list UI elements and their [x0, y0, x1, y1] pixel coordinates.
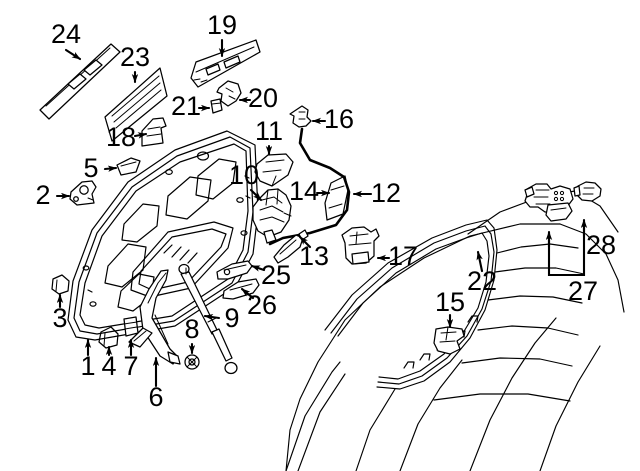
callout-6: 6 [148, 382, 163, 412]
callout-26: 26 [247, 290, 277, 320]
leader-22 [476, 250, 484, 273]
leader-25 [250, 264, 266, 272]
part-17-trunk-lock-cylinder-housing [341, 226, 380, 265]
part-10-trunk-lid-latch [252, 188, 292, 244]
callout-14: 14 [289, 176, 319, 206]
callout-3: 3 [52, 303, 67, 333]
callout-8: 8 [184, 314, 199, 344]
part-19-trunk-lid-molding-upper [190, 39, 261, 88]
leader-24 [64, 48, 82, 61]
callout-17: 17 [388, 241, 418, 271]
bracket-27-grouping [547, 222, 586, 277]
callout-7: 7 [123, 351, 138, 381]
callout-4: 4 [101, 351, 116, 381]
callout-13: 13 [299, 241, 329, 271]
part-23-trunk-lid-applique-right [104, 67, 168, 142]
leader-lines [55, 38, 588, 388]
callout-28: 28 [586, 230, 616, 260]
callout-22: 22 [467, 266, 497, 296]
leader-13 [298, 235, 312, 249]
part-7-hinge-bushing [123, 316, 139, 337]
callout-1: 1 [80, 351, 95, 381]
callout-12: 12 [371, 178, 401, 208]
part-16-cable-grommet [289, 105, 312, 128]
part-3-trunk-lid-grommet [51, 274, 70, 295]
callout-11: 11 [255, 116, 283, 146]
callout-16: 16 [324, 104, 354, 134]
part-18-trunk-lid-wedge [141, 117, 167, 147]
callout-10: 10 [229, 160, 259, 190]
callout-9: 9 [224, 303, 239, 333]
callout-25: 25 [261, 260, 291, 290]
leader-5 [103, 165, 118, 172]
callout-5: 5 [83, 153, 98, 183]
part-15-body-side-striker [433, 326, 465, 355]
part-25-lid-stop-bumper-upper [216, 260, 253, 280]
callout-24: 24 [51, 19, 81, 49]
part-11-latch-cover [254, 153, 294, 187]
callout-20: 20 [248, 83, 278, 113]
leader-18 [133, 132, 148, 139]
leader-26 [240, 287, 255, 300]
callout-19: 19 [207, 10, 237, 40]
callout-27: 27 [568, 276, 598, 306]
leader-10 [249, 188, 263, 202]
leader-9 [203, 313, 221, 321]
part-2-trunk-lid-striker [69, 180, 97, 206]
callout-labels: 1 2 3 4 5 6 7 8 9 10 11 12 13 14 15 16 1… [35, 10, 616, 412]
callout-18: 18 [106, 122, 136, 152]
callout-2: 2 [35, 180, 50, 210]
part-21-lock-bushing [210, 98, 223, 114]
part-27-license-lamp-assembly [524, 183, 574, 222]
callout-15: 15 [435, 287, 465, 317]
part-8-lift-support-clip [184, 354, 200, 370]
callout-21: 21 [171, 91, 201, 121]
part-20-lid-lock-bracket [216, 80, 242, 107]
part-24-trunk-lid-applique-left [39, 43, 121, 120]
part-5-trunk-lid-pad [116, 157, 141, 176]
part-6-trunk-lid-hinge [128, 269, 181, 365]
callout-23: 23 [120, 42, 150, 72]
part-28-license-lamp-bulb [573, 181, 602, 202]
